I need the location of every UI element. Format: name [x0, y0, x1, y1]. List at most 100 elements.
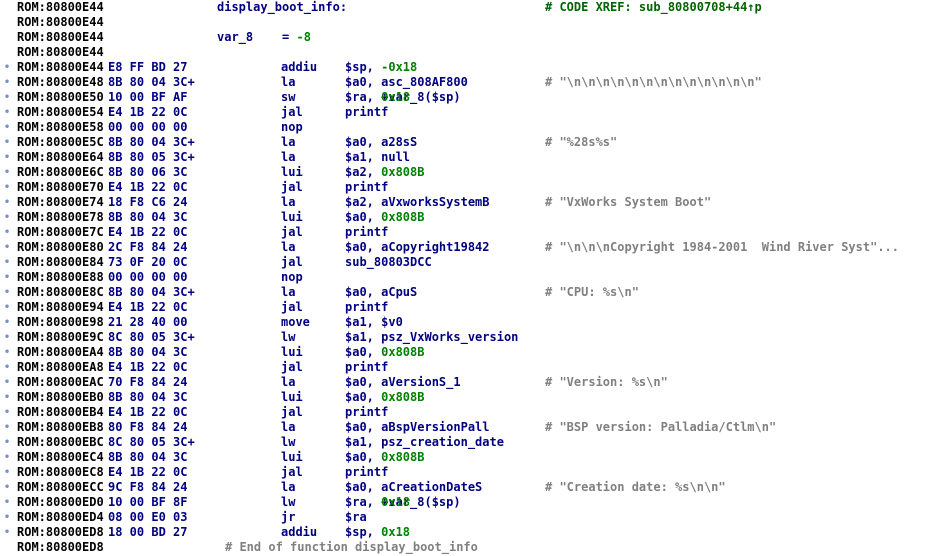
mnemonic[interactable]: move: [281, 315, 310, 329]
address[interactable]: ROM:80800E6C: [17, 165, 104, 179]
address[interactable]: ROM:80800EC4: [17, 450, 104, 464]
address[interactable]: ROM:80800E88: [17, 270, 104, 284]
operand[interactable]: printf: [345, 225, 389, 239]
address[interactable]: ROM:80800ED8: [17, 525, 104, 539]
mnemonic[interactable]: jal: [281, 255, 303, 269]
operand[interactable]: printf: [345, 180, 389, 194]
address[interactable]: ROM:80800E44: [17, 30, 104, 44]
address[interactable]: ROM:80800E44: [17, 60, 104, 74]
address[interactable]: ROM:80800E44: [17, 0, 104, 14]
address[interactable]: ROM:80800E7C: [17, 225, 104, 239]
operand[interactable]: $a1, psz_VxWorks_version: [345, 330, 519, 344]
operand[interactable]: $sp, -0x18: [345, 60, 418, 74]
mnemonic[interactable]: sw: [281, 90, 296, 104]
address[interactable]: ROM:80800E44: [17, 45, 104, 59]
mnemonic[interactable]: jal: [281, 225, 303, 239]
address[interactable]: ROM:80800E98: [17, 315, 104, 329]
operand[interactable]: $a1, null: [345, 150, 411, 164]
address[interactable]: ROM:80800EB8: [17, 420, 104, 434]
address[interactable]: ROM:80800E44: [17, 15, 104, 29]
mnemonic[interactable]: nop: [281, 120, 303, 134]
mnemonic[interactable]: jal: [281, 180, 303, 194]
operand[interactable]: $a0, aCreationDateS: [345, 480, 483, 494]
mnemonic[interactable]: la: [281, 150, 296, 164]
operand[interactable]: $ra, 0x18+var_8($sp): [345, 90, 461, 104]
operand[interactable]: printf: [345, 300, 389, 314]
code-xref[interactable]: # CODE XREF: sub_80800708+44↑p: [545, 0, 762, 14]
operand[interactable]: $sp, 0x18: [345, 525, 411, 539]
address[interactable]: ROM:80800ECC: [17, 480, 104, 494]
operand[interactable]: $a0, aBspVersionPall: [345, 420, 490, 434]
operand[interactable]: $a0, a28sS: [345, 135, 418, 149]
mnemonic[interactable]: la: [281, 75, 296, 89]
address[interactable]: ROM:80800E58: [17, 120, 104, 134]
operand[interactable]: $a2, aVxworksSystemB: [345, 195, 490, 209]
address[interactable]: ROM:80800E64: [17, 150, 104, 164]
address[interactable]: ROM:80800E74: [17, 195, 104, 209]
operand[interactable]: $a1, $v0: [345, 315, 403, 329]
mnemonic[interactable]: lui: [281, 210, 303, 224]
label[interactable]: var_8 = -8: [217, 30, 311, 44]
listing-row[interactable]: ROM:80800E44: [0, 15, 939, 30]
address[interactable]: ROM:80800E84: [17, 255, 104, 269]
listing-row[interactable]: ROM:80800E44 var_8 = -8: [0, 30, 939, 45]
address[interactable]: ROM:80800EB0: [17, 390, 104, 404]
mnemonic[interactable]: jal: [281, 300, 303, 314]
mnemonic[interactable]: addiu: [281, 60, 318, 74]
operand[interactable]: printf: [345, 405, 389, 419]
operand[interactable]: printf: [345, 360, 389, 374]
operand[interactable]: $a0, 0x808B: [345, 390, 425, 404]
address[interactable]: ROM:80800E78: [17, 210, 104, 224]
operand[interactable]: $ra: [345, 510, 367, 524]
mnemonic[interactable]: jal: [281, 105, 303, 119]
address[interactable]: ROM:80800E80: [17, 240, 104, 254]
operand[interactable]: $a0, aVersionS_1: [345, 375, 461, 389]
address[interactable]: ROM:80800EB4: [17, 405, 104, 419]
mnemonic[interactable]: lui: [281, 450, 303, 464]
address[interactable]: ROM:80800ED4: [17, 510, 104, 524]
mnemonic[interactable]: addiu: [281, 525, 318, 539]
mnemonic[interactable]: la: [281, 375, 296, 389]
mnemonic[interactable]: la: [281, 195, 296, 209]
address[interactable]: ROM:80800EAC: [17, 375, 104, 389]
address[interactable]: ROM:80800ED8: [17, 540, 104, 554]
mnemonic[interactable]: lw: [281, 495, 296, 509]
operand[interactable]: $a0, aCpuS: [345, 285, 418, 299]
address[interactable]: ROM:80800E54: [17, 105, 104, 119]
mnemonic[interactable]: nop: [281, 270, 303, 284]
operand[interactable]: $a2, 0x808B: [345, 165, 425, 179]
address[interactable]: ROM:80800E70: [17, 180, 104, 194]
operand[interactable]: $a0, 0x808B: [345, 450, 425, 464]
address[interactable]: ROM:80800E94: [17, 300, 104, 314]
listing-row[interactable]: ROM:80800E44: [0, 45, 939, 60]
address[interactable]: ROM:80800E50: [17, 90, 104, 104]
address[interactable]: ROM:80800E9C: [17, 330, 104, 344]
operand[interactable]: printf: [345, 465, 389, 479]
